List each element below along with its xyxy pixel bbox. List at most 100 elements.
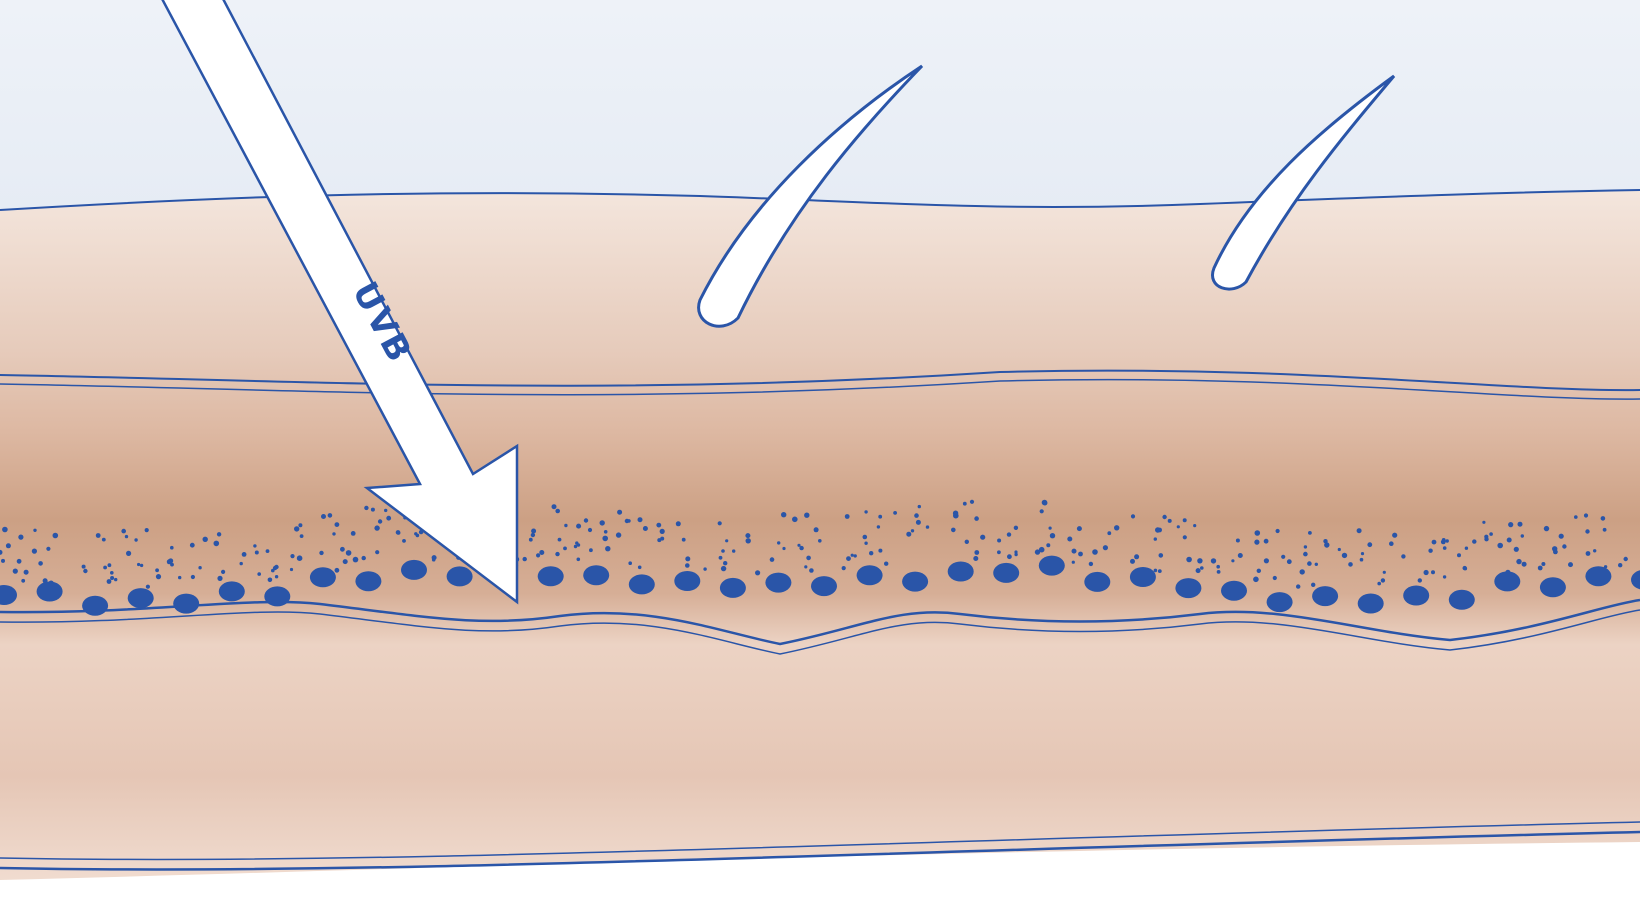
- melanin-granule: [1602, 527, 1607, 532]
- melanin-granule: [624, 518, 630, 524]
- hair-1: [697, 64, 924, 328]
- melanin-granule: [1200, 566, 1204, 570]
- melanin-granule: [121, 528, 126, 534]
- melanin-granule: [110, 576, 115, 580]
- melanin-granule: [202, 536, 208, 542]
- melanin-granule: [342, 559, 348, 565]
- basal-cell: [674, 571, 701, 591]
- melanin-granule: [106, 579, 112, 584]
- melanin-granule: [31, 548, 37, 554]
- melanin-granule: [1167, 518, 1172, 523]
- melanin-granule: [804, 565, 808, 569]
- melanin-granule: [5, 543, 11, 549]
- melanin-granule: [799, 545, 804, 551]
- melanin-granule: [1442, 575, 1447, 579]
- melanin-granule: [1303, 551, 1308, 557]
- melanin-granule: [637, 565, 642, 570]
- melanin-granule: [782, 546, 786, 551]
- melanin-granule: [1359, 557, 1364, 562]
- melanin-granule: [1380, 578, 1386, 583]
- melanin-granule: [703, 567, 707, 571]
- melanin-granule: [1618, 563, 1623, 568]
- melanin-granule: [846, 556, 851, 561]
- basal-cell: [856, 565, 883, 586]
- melanin-granule: [298, 523, 303, 528]
- melanin-granule: [396, 531, 401, 535]
- melanin-granule: [602, 535, 608, 542]
- melanin-granule: [809, 568, 814, 573]
- melanin-granule: [267, 577, 273, 583]
- melanin-granule: [415, 533, 420, 538]
- melanin-granule: [1311, 582, 1316, 587]
- melanin-granule: [370, 507, 375, 512]
- melanin-granule: [1508, 522, 1514, 528]
- melanin-granule: [1231, 559, 1235, 563]
- melanin-granule: [1484, 534, 1489, 539]
- dermis-boundary-line: [0, 821, 1640, 861]
- melanin-granule: [1520, 534, 1525, 538]
- melanin-granule: [952, 510, 959, 516]
- melanin-granule: [1071, 560, 1075, 564]
- melanin-granule: [1067, 536, 1073, 542]
- melanin-granule: [1158, 553, 1164, 558]
- basal-cell: [1494, 571, 1521, 592]
- melanin-granule: [555, 551, 560, 557]
- melanin-granule: [361, 555, 366, 561]
- basal-cell: [537, 566, 564, 587]
- melanin-granule: [216, 532, 222, 537]
- melanin-granule: [1182, 518, 1187, 523]
- melanin-granule: [1046, 543, 1051, 548]
- melanin-granule: [1253, 576, 1259, 583]
- stratum-boundary-line: [0, 369, 1640, 392]
- melanin-granule: [755, 570, 761, 576]
- melanin-granule: [969, 499, 975, 504]
- melanin-granule: [660, 536, 665, 541]
- melanin-granule: [576, 543, 581, 547]
- melanin-granule: [103, 565, 107, 570]
- melanin-granule: [1048, 526, 1052, 530]
- melanin-granule: [1155, 527, 1161, 533]
- melanin-granule: [155, 574, 162, 580]
- melanin-granule: [576, 523, 582, 529]
- basal-cell: [127, 588, 154, 609]
- melanin-granule: [327, 513, 333, 518]
- basal-cell: [1129, 567, 1156, 587]
- melanin-granule: [1428, 548, 1433, 553]
- melanin-granule: [374, 525, 380, 531]
- melanin-granule: [804, 512, 810, 518]
- melanin-granule: [1585, 551, 1591, 556]
- melanin-granule: [334, 567, 340, 573]
- melanin-granule: [720, 565, 727, 572]
- melanin-granule: [850, 553, 854, 557]
- melanin-granule: [198, 566, 202, 570]
- melanin-granule: [1186, 556, 1192, 563]
- melanin-granule: [1216, 564, 1220, 569]
- hair-2: [1211, 74, 1396, 291]
- basal-cell: [0, 585, 17, 605]
- melanin-granule: [155, 568, 160, 573]
- melanin-granule: [864, 510, 868, 514]
- basal-cell: [264, 586, 291, 607]
- melanin-granule: [587, 527, 593, 533]
- basal-cell: [36, 581, 63, 602]
- melanin-granule: [170, 545, 174, 550]
- melanin-granule: [21, 578, 26, 583]
- melanin-granule: [1377, 581, 1381, 586]
- basal-cell: [173, 593, 200, 614]
- melanin-granule: [853, 554, 857, 558]
- melanin-granule: [144, 528, 149, 533]
- melanin-granule: [878, 514, 883, 519]
- melanin-granule: [997, 550, 1001, 555]
- basal-cell: [628, 574, 655, 595]
- melanin-granule: [1235, 538, 1240, 543]
- basal-cell: [309, 567, 336, 588]
- melanin-granule: [745, 533, 751, 539]
- melanin-granule: [1114, 525, 1120, 531]
- melanin-granule: [1462, 565, 1467, 571]
- melanin-granule: [910, 529, 915, 533]
- melanin-granule: [145, 584, 150, 589]
- melanin-granule: [813, 527, 819, 533]
- melanin-granule: [1107, 531, 1112, 536]
- melanin-granule: [239, 561, 243, 566]
- melanin-granule: [769, 557, 775, 562]
